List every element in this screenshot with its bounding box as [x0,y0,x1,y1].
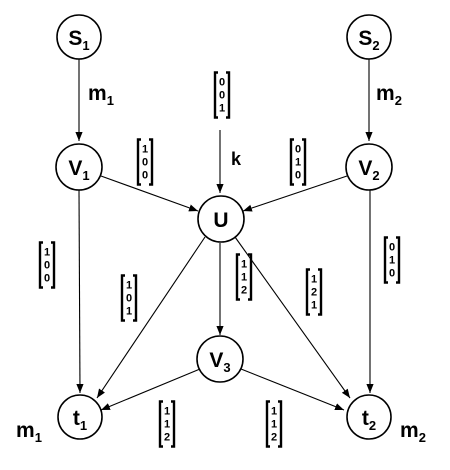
edge-label-m1-top: m1 [88,82,114,108]
vector-entry: 0 [389,242,395,254]
vector-entry: 1 [295,157,301,169]
node-s1: S1 [56,14,102,60]
vector-v1-t1: 100 [38,241,56,289]
vector-entry: 1 [164,419,170,431]
vector-entry: 1 [241,259,247,271]
vector-right-bracket [396,236,401,284]
vector-left-bracket [289,138,294,186]
edge-v1-t1 [76,189,84,394]
vector-entry: 2 [241,285,247,297]
edge-label-m1-bottom: m1 [16,419,42,445]
edge-v1-u [100,175,199,212]
node-u: U [197,195,245,243]
vector-entry: 1 [142,144,148,156]
svg-text:U: U [213,209,228,232]
vector-left-bracket [305,268,310,316]
vector-entry: 2 [311,287,317,299]
vector-right-bracket [278,400,283,448]
vector-right-bracket [318,268,323,316]
edge-v2-u [242,175,348,212]
node-t2: t2 [346,394,392,440]
vector-left-bracket [38,241,43,289]
edge-v3-t1 [100,368,201,411]
vector-right-bracket [149,138,154,186]
vector-entry: 1 [241,272,247,284]
vector-v3-t1: 112 [158,400,176,448]
vector-entry: 1 [311,300,317,312]
vector-entry: 1 [271,419,277,431]
vector-entry: 1 [126,280,132,292]
vector-entry: 1 [126,306,132,318]
vector-left-bracket [158,400,163,448]
vector-right-bracket [171,400,176,448]
edge-u-t2 [234,236,351,399]
svg-text:V1: V1 [68,157,89,183]
vector-entry: 1 [44,247,50,259]
node-v3: V3 [196,335,244,383]
node-s2: S2 [346,14,392,60]
vector-left-bracket [213,71,218,119]
vector-u-v3: 112 [235,253,253,301]
vector-left-bracket [383,236,388,284]
vector-entry: 0 [44,260,50,272]
vector-entry: 1 [311,274,317,286]
svg-text:S2: S2 [358,27,379,53]
vector-right-bracket [133,274,138,322]
vector-right-bracket [226,71,231,119]
vector-entry: 0 [142,157,148,169]
vector-v2-u: 010 [289,138,307,186]
node-t1: t1 [57,394,103,440]
vector-right-bracket [51,241,56,289]
svg-text:S1: S1 [68,27,89,53]
svg-text:V3: V3 [209,349,230,375]
vector-entry: 0 [126,293,132,305]
vector-entry: 0 [219,77,225,89]
vector-entry: 0 [295,144,301,156]
vector-entry: 2 [164,432,170,444]
node-v1: V1 [55,143,103,191]
vector-v2-t2: 010 [383,236,401,284]
edge-label-m2-bottom: m2 [400,419,426,445]
vector-entry: 2 [271,432,277,444]
vector-entry: 1 [389,255,395,267]
svg-text:V2: V2 [358,157,379,183]
edge-v3-t2 [240,368,345,411]
vector-entry: 0 [219,90,225,102]
svg-text:t1: t1 [73,407,87,433]
vector-v3-t2: 112 [265,400,283,448]
vector-k: 001 [213,71,231,119]
vector-right-bracket [248,253,253,301]
edge-label-k: k [231,149,242,169]
vector-entry: 0 [389,268,395,280]
vector-u-t2: 121 [305,268,323,316]
vector-left-bracket [120,274,125,322]
vector-u-t1: 101 [120,274,138,322]
vector-entry: 0 [142,170,148,182]
vector-entry: 1 [164,406,170,418]
edges [75,59,374,411]
vector-right-bracket [302,138,307,186]
vector-entry: 1 [271,406,277,418]
vector-entry: 1 [219,103,225,115]
vector-left-bracket [265,400,270,448]
vector-left-bracket [235,253,240,301]
edge-u-t1 [96,236,206,399]
node-v2: V2 [345,143,393,191]
vector-entry: 0 [44,273,50,285]
vector-left-bracket [136,138,141,186]
vector-entry: 0 [295,170,301,182]
edge-label-m2-top: m2 [376,82,402,108]
vector-v1-u: 100 [136,138,154,186]
svg-text:t2: t2 [362,407,376,433]
